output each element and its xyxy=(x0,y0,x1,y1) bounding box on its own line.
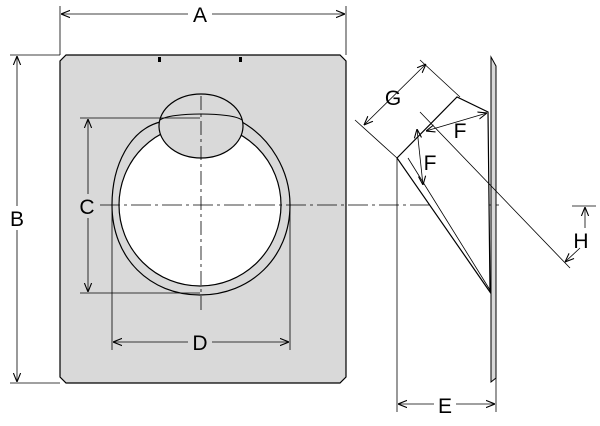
dimension-a: A xyxy=(59,3,347,55)
dimension-f-lower: F xyxy=(417,129,436,185)
label-f-upper: F xyxy=(454,120,467,143)
label-b: B xyxy=(10,208,24,231)
label-h: H xyxy=(573,230,588,253)
label-g: G xyxy=(385,87,401,110)
dimension-e: E xyxy=(396,158,497,418)
front-view xyxy=(59,54,500,384)
pin-mark-right xyxy=(239,57,242,62)
dimension-h: H xyxy=(565,205,596,262)
dimension-c: C xyxy=(76,117,200,294)
side-plate xyxy=(490,55,497,384)
dimension-g: G xyxy=(354,59,461,159)
dimension-f-upper: F xyxy=(426,113,487,143)
dimension-b: B xyxy=(7,54,60,384)
pin-mark-left xyxy=(158,57,161,62)
side-view xyxy=(396,55,571,384)
dimension-d: D xyxy=(111,205,291,355)
label-a: A xyxy=(193,4,207,27)
label-f-lower: F xyxy=(424,152,437,175)
label-d: D xyxy=(192,332,207,355)
label-c: C xyxy=(79,196,94,219)
side-slant-line xyxy=(419,111,571,269)
label-e: E xyxy=(438,395,452,418)
